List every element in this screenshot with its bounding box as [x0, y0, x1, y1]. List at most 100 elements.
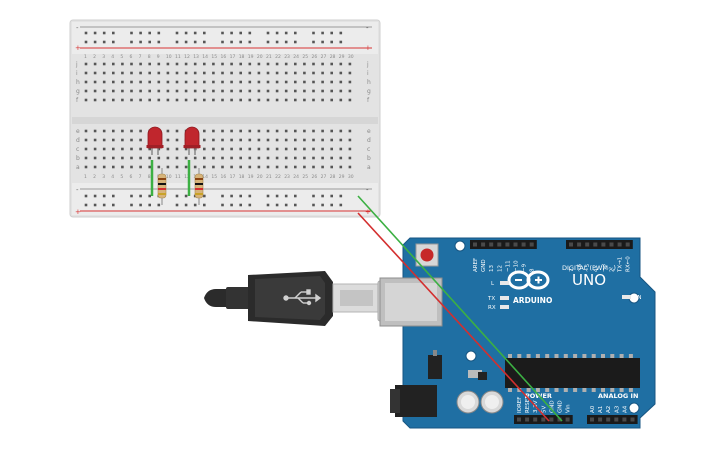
rail-hole[interactable] — [93, 31, 97, 35]
rail-hole[interactable] — [330, 40, 333, 44]
rail-hole[interactable] — [139, 203, 142, 207]
led-1[interactable] — [146, 126, 164, 155]
terminal-hole[interactable] — [203, 62, 206, 66]
header-pin[interactable] — [590, 417, 594, 422]
rail-hole[interactable] — [239, 194, 242, 198]
terminal-hole[interactable] — [175, 71, 179, 75]
terminal-hole[interactable] — [121, 62, 124, 66]
terminal-hole[interactable] — [348, 62, 352, 66]
terminal-hole[interactable] — [330, 89, 333, 93]
rail-hole[interactable] — [93, 194, 97, 198]
terminal-hole[interactable] — [130, 98, 133, 102]
terminal-hole[interactable] — [121, 71, 124, 75]
terminal-hole[interactable] — [157, 147, 161, 151]
rail-hole[interactable] — [284, 31, 288, 35]
terminal-hole[interactable] — [239, 138, 242, 142]
terminal-hole[interactable] — [139, 71, 142, 75]
rail-hole[interactable] — [294, 194, 297, 198]
rail-hole[interactable] — [221, 203, 224, 207]
terminal-hole[interactable] — [112, 129, 115, 133]
terminal-hole[interactable] — [175, 98, 179, 102]
terminal-hole[interactable] — [248, 80, 252, 84]
rail-hole[interactable] — [93, 203, 97, 207]
terminal-hole[interactable] — [148, 98, 151, 102]
header-pin[interactable] — [497, 242, 502, 247]
rail-hole[interactable] — [193, 31, 197, 35]
rail-hole[interactable] — [184, 31, 188, 35]
rail-hole[interactable] — [130, 40, 133, 44]
terminal-hole[interactable] — [84, 80, 88, 84]
header-pin[interactable] — [481, 242, 486, 247]
terminal-hole[interactable] — [248, 62, 252, 66]
terminal-hole[interactable] — [284, 165, 288, 169]
rail-hole[interactable] — [312, 203, 315, 207]
terminal-hole[interactable] — [93, 71, 97, 75]
header-pin[interactable] — [473, 242, 477, 247]
terminal-hole[interactable] — [121, 80, 124, 84]
rail-hole[interactable] — [275, 40, 279, 44]
terminal-hole[interactable] — [130, 129, 133, 133]
rail-hole[interactable] — [248, 203, 252, 207]
terminal-hole[interactable] — [130, 89, 133, 93]
terminal-hole[interactable] — [139, 62, 142, 66]
rail-hole[interactable] — [102, 31, 106, 35]
terminal-hole[interactable] — [175, 62, 179, 66]
terminal-hole[interactable] — [148, 165, 151, 169]
terminal-hole[interactable] — [284, 62, 288, 66]
rail-hole[interactable] — [221, 194, 224, 198]
terminal-hole[interactable] — [157, 62, 161, 66]
terminal-hole[interactable] — [266, 156, 270, 160]
terminal-hole[interactable] — [148, 80, 151, 84]
terminal-hole[interactable] — [321, 129, 324, 133]
terminal-hole[interactable] — [230, 165, 233, 169]
rail-hole[interactable] — [175, 194, 179, 198]
terminal-hole[interactable] — [130, 156, 133, 160]
rail-hole[interactable] — [203, 194, 206, 198]
rail-hole[interactable] — [112, 31, 115, 35]
header-pin[interactable] — [622, 417, 627, 422]
terminal-hole[interactable] — [257, 147, 261, 151]
terminal-hole[interactable] — [275, 89, 279, 93]
terminal-hole[interactable] — [121, 129, 124, 133]
terminal-hole[interactable] — [112, 165, 115, 169]
rail-hole[interactable] — [239, 31, 242, 35]
terminal-hole[interactable] — [166, 129, 170, 133]
terminal-hole[interactable] — [139, 138, 142, 142]
terminal-hole[interactable] — [166, 147, 170, 151]
header-pin[interactable] — [606, 417, 611, 422]
terminal-hole[interactable] — [102, 165, 106, 169]
terminal-hole[interactable] — [230, 156, 233, 160]
terminal-hole[interactable] — [348, 80, 352, 84]
terminal-hole[interactable] — [239, 98, 242, 102]
rail-hole[interactable] — [130, 31, 133, 35]
terminal-hole[interactable] — [184, 71, 188, 75]
terminal-hole[interactable] — [248, 156, 252, 160]
header-pin[interactable] — [609, 242, 614, 247]
terminal-hole[interactable] — [93, 129, 97, 133]
terminal-hole[interactable] — [303, 138, 306, 142]
header-pin[interactable] — [577, 242, 582, 247]
terminal-hole[interactable] — [266, 89, 270, 93]
reset-button[interactable] — [415, 243, 439, 267]
terminal-hole[interactable] — [130, 147, 133, 151]
terminal-hole[interactable] — [348, 71, 352, 75]
power-pin-header[interactable] — [514, 415, 573, 424]
terminal-hole[interactable] — [248, 129, 252, 133]
terminal-hole[interactable] — [84, 71, 88, 75]
rail-hole[interactable] — [148, 40, 151, 44]
terminal-hole[interactable] — [230, 89, 233, 93]
wire-ground-to-arduino-gnd[interactable] — [357, 195, 563, 422]
terminal-hole[interactable] — [294, 147, 297, 151]
terminal-hole[interactable] — [93, 147, 97, 151]
terminal-hole[interactable] — [139, 89, 142, 93]
terminal-hole[interactable] — [312, 71, 315, 75]
terminal-hole[interactable] — [312, 138, 315, 142]
rail-hole[interactable] — [321, 194, 324, 198]
terminal-hole[interactable] — [266, 138, 270, 142]
terminal-hole[interactable] — [275, 165, 279, 169]
terminal-hole[interactable] — [203, 98, 206, 102]
terminal-hole[interactable] — [284, 147, 288, 151]
terminal-hole[interactable] — [212, 138, 215, 142]
terminal-hole[interactable] — [230, 80, 233, 84]
terminal-hole[interactable] — [348, 147, 352, 151]
